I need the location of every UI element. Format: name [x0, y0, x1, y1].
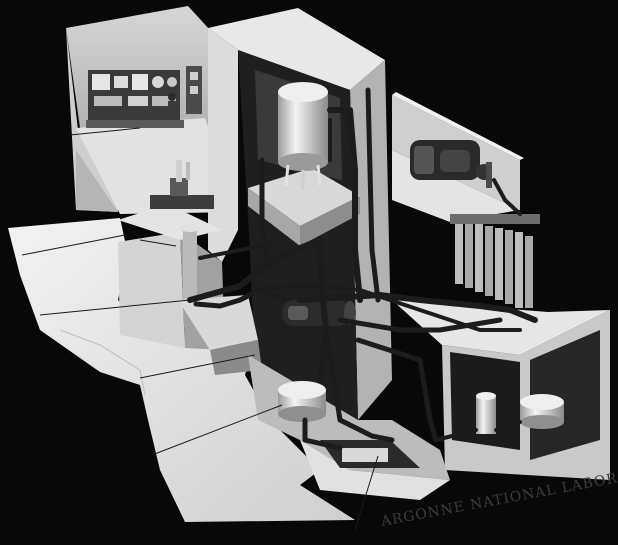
reactor-platform-top [248, 168, 360, 226]
basement-floor [300, 440, 450, 500]
lower-ledge-front [210, 340, 262, 375]
operator-figure [168, 93, 176, 115]
turbine-generator [410, 140, 492, 188]
shield-tower-top [208, 8, 385, 90]
shield-tower-front [208, 28, 238, 262]
control-room-wedge [76, 150, 118, 212]
control-room-floor [76, 118, 238, 214]
ground-crack [59, 329, 146, 396]
reactor-platform-side [300, 196, 360, 246]
generator-room-edge [392, 92, 524, 160]
small-pump-unit [476, 392, 496, 434]
control-console [86, 66, 202, 128]
right-outer-wall-top [392, 300, 610, 355]
basement-trough [342, 448, 388, 462]
heat-exchanger [282, 300, 356, 326]
fuel-handling-crane [150, 160, 214, 209]
leader-lines [21, 127, 379, 531]
lower-ledge-top [178, 295, 258, 350]
lower-pump-tank-right [520, 394, 564, 429]
lower-pump-tank-left [278, 381, 326, 422]
coolant-piping [187, 87, 538, 451]
pool-block-front [118, 232, 185, 348]
coolant-column [183, 228, 197, 308]
reactor-vessel [278, 82, 328, 190]
